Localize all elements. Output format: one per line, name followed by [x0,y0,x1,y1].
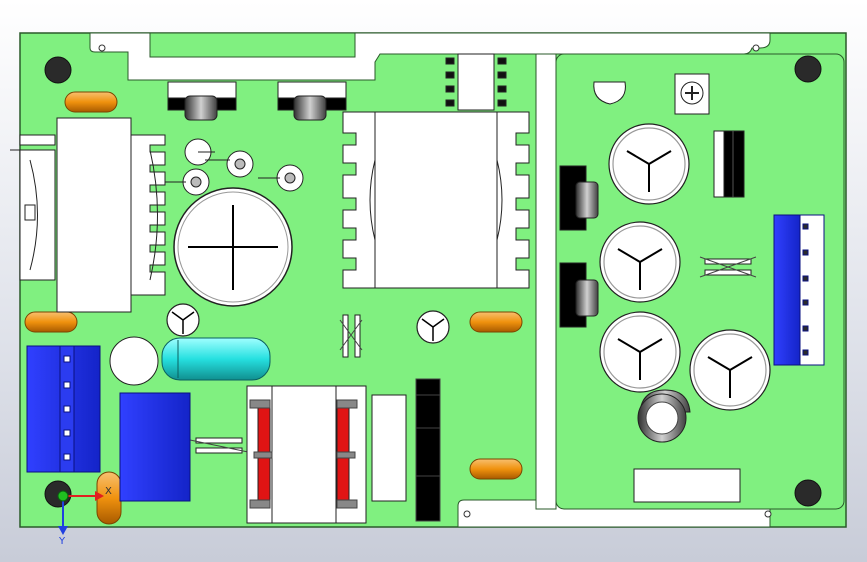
capacitor-vent-icon [608,123,690,205]
capacitor-vent-icon [599,221,681,303]
orange-components[interactable] [24,91,523,525]
capacitor-vent-icon [599,311,681,393]
triad-y-label: Y [58,536,66,547]
orange-resistor-vertical [96,471,122,525]
common-mode-choke[interactable] [246,385,367,524]
small-caps[interactable] [166,303,450,344]
capacitor-vent-icon [689,329,771,411]
triad-x-arrow [95,491,104,501]
label-pad [633,468,741,503]
bottom-heatsink[interactable] [415,378,441,522]
ic-top[interactable] [445,53,507,111]
triad-origin [57,490,69,502]
white-component[interactable] [371,394,407,502]
mounting-hole-icon [44,56,72,84]
y-capacitor[interactable] [119,392,191,502]
trimpot-icon[interactable] [674,73,710,115]
top-jacks[interactable] [167,81,347,121]
board-top-window [149,32,356,58]
triad-y-arrow [58,526,68,535]
orange-resistor [24,311,78,333]
mounting-hole-icon [794,479,822,507]
slot-screw-icons [98,44,772,518]
orange-resistor [64,91,118,113]
board-slot-vertical [535,53,557,510]
small-transistors[interactable] [165,138,304,196]
bulk-capacitor[interactable] [173,187,293,307]
x-capacitor[interactable] [161,337,271,381]
transformer-left[interactable] [10,117,166,313]
coordinate-triad-icon: X Y [57,486,112,547]
mounting-hole-icon [794,55,822,83]
opto-bump[interactable] [593,81,626,105]
output-rectifier[interactable] [713,130,745,198]
orange-resistor [469,458,523,480]
output-mosfets[interactable] [559,165,599,328]
output-inductor[interactable] [637,389,691,443]
transformer-main[interactable] [342,111,530,289]
triad-x-label: X [105,486,112,497]
axial-diodes[interactable] [189,256,757,454]
output-capacitors[interactable] [599,123,771,411]
input-terminal-block[interactable] [26,345,101,473]
thermistor[interactable] [109,336,159,386]
orange-resistor [469,311,523,333]
output-terminal-block[interactable] [773,214,825,366]
